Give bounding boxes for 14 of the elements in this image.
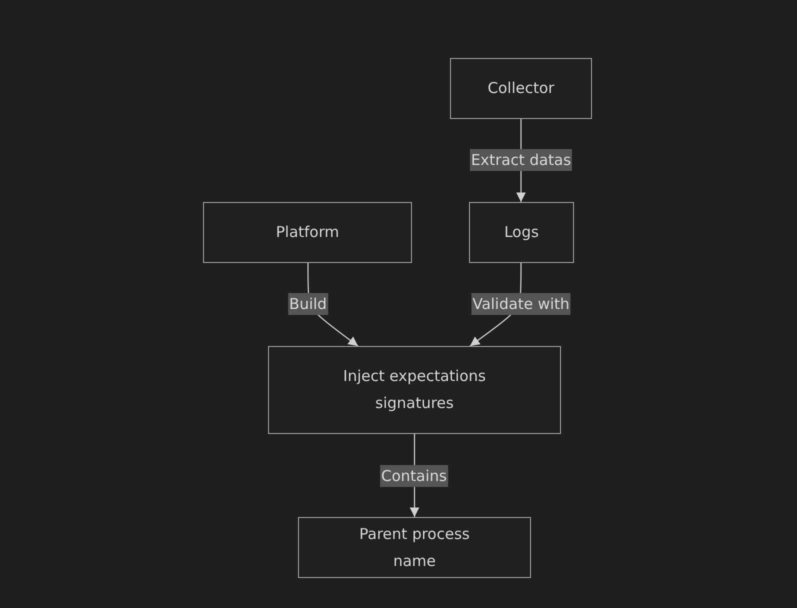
node-label: Parent process name xyxy=(358,524,471,572)
node-label: Platform xyxy=(274,222,340,243)
edge-label: Extract datas xyxy=(470,149,572,171)
edge-label: Build xyxy=(288,293,328,315)
process-box xyxy=(268,346,561,434)
node-label: Inject expectations signatures xyxy=(342,366,487,414)
node-label: Collector xyxy=(486,78,556,99)
process-box xyxy=(450,58,592,119)
node-label: Logs xyxy=(503,222,540,243)
edge-label: Validate with xyxy=(471,293,571,315)
process-box xyxy=(203,202,412,263)
process-box xyxy=(298,517,531,578)
edge-label: Contains xyxy=(380,465,448,487)
process-box xyxy=(469,202,574,263)
